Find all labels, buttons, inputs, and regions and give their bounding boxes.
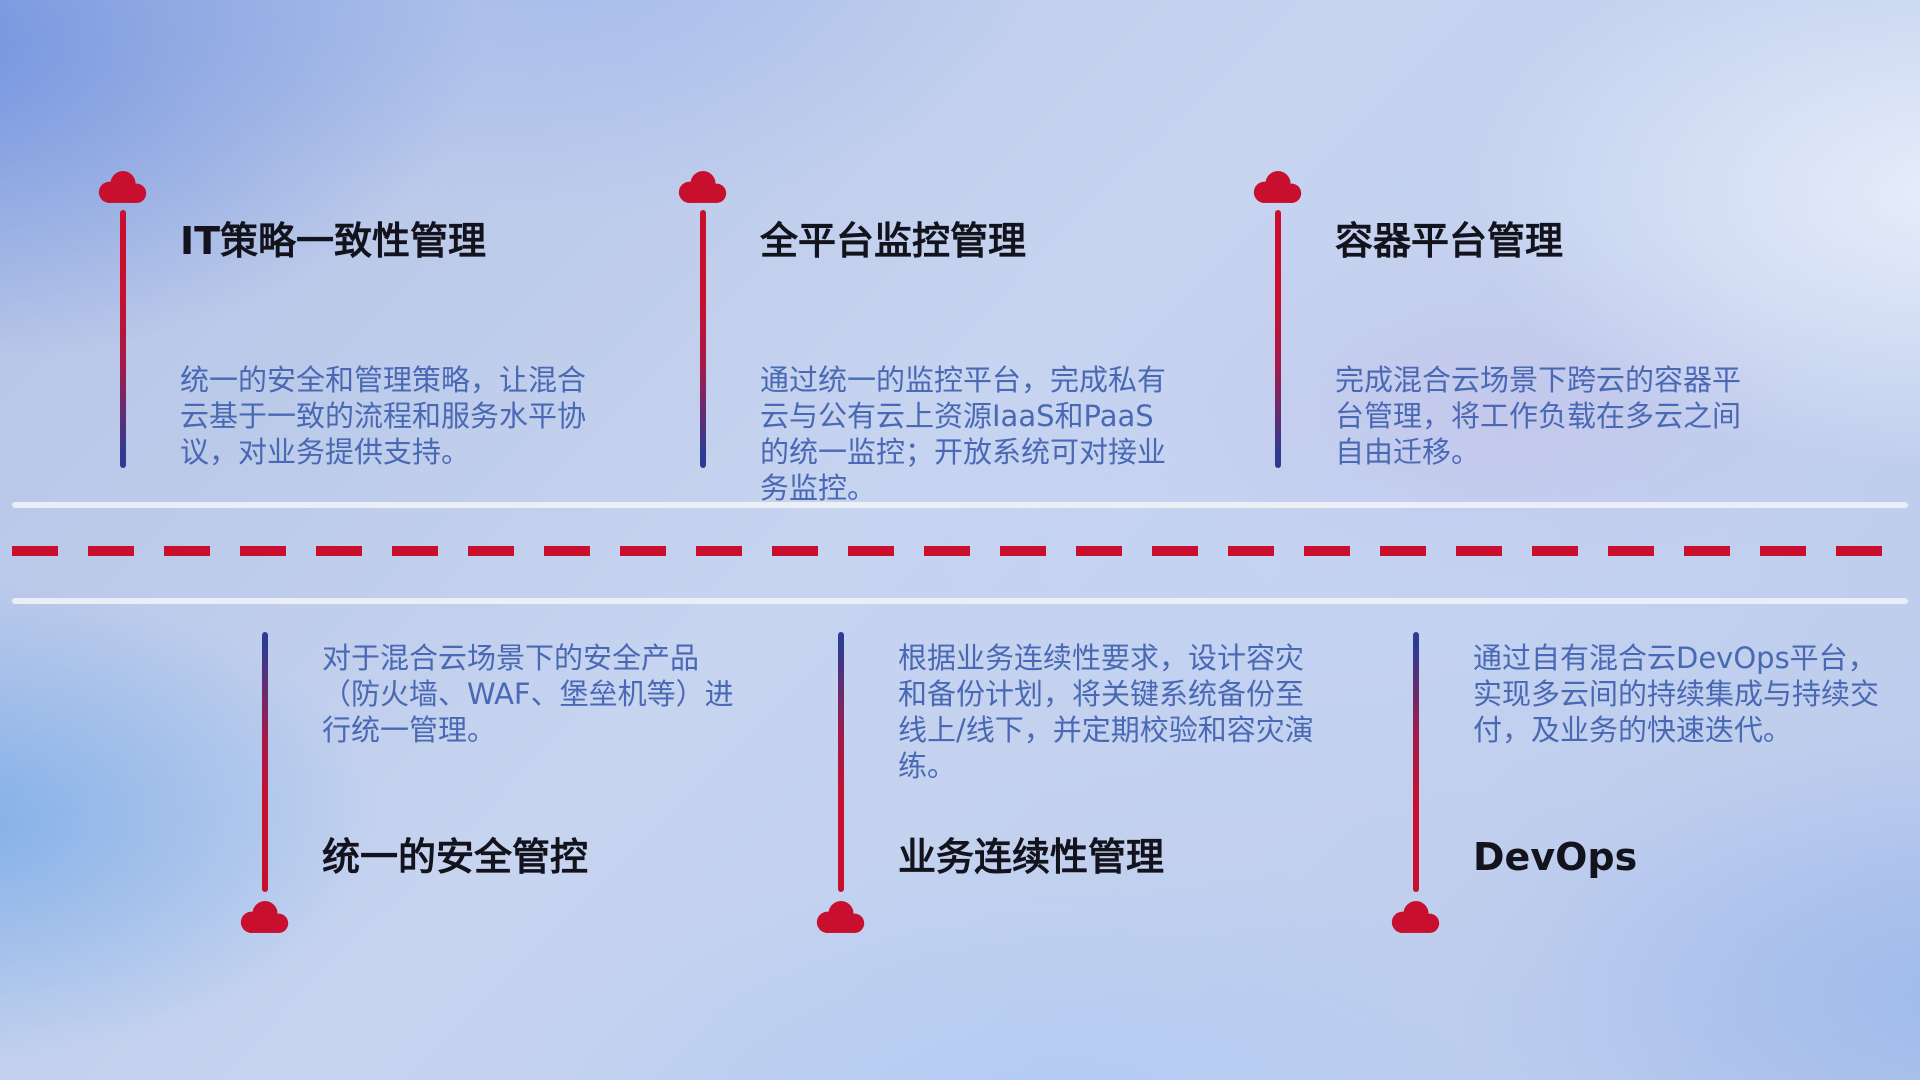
capability-item-monitoring: 全平台监控管理 通过统一的监控平台，完成私有云与公有云上资源IaaS和PaaS的… (674, 168, 1166, 505)
cloud-icon (816, 901, 865, 933)
cloud-icon (1253, 171, 1302, 203)
timeline-solid-line-top (12, 502, 1908, 508)
capability-item-business-continuity: 根据业务连续性要求，设计容灾和备份计划，将关键系统备份至线上/线下，并定期校验和… (812, 630, 1314, 950)
timeline-solid-line-bottom (12, 598, 1908, 604)
item-title: DevOps (1473, 835, 1638, 879)
item-description: 完成混合云场景下跨云的容器平台管理，将工作负载在多云之间自由迁移。 (1335, 363, 1742, 469)
item-title: 容器平台管理 (1335, 219, 1564, 263)
item-description: 通过自有混合云DevOps平台，实现多云间的持续集成与持续交付，及业务的快速迭代… (1473, 641, 1880, 747)
capability-item-it-policy: IT策略一致性管理 统一的安全和管理策略，让混合云基于一致的流程和服务水平协议，… (94, 168, 586, 480)
item-title: 统一的安全管控 (322, 835, 589, 879)
item-description: 根据业务连续性要求，设计容灾和备份计划，将关键系统备份至线上/线下，并定期校验和… (898, 641, 1314, 783)
capability-item-container-platform: 容器平台管理 完成混合云场景下跨云的容器平台管理，将工作负载在多云之间自由迁移。 (1249, 168, 1741, 480)
item-description: 对于混合云场景下的安全产品（防火墙、WAF、堡垒机等）进行统一管理。 (322, 641, 734, 747)
connector-line (1275, 210, 1281, 468)
cloud-icon (98, 171, 147, 203)
item-title: IT策略一致性管理 (180, 219, 487, 263)
cloud-icon (240, 901, 289, 933)
cloud-icon (678, 171, 727, 203)
item-description: 统一的安全和管理策略，让混合云基于一致的流程和服务水平协议，对业务提供支持。 (180, 363, 587, 469)
item-title: 全平台监控管理 (760, 219, 1027, 263)
capability-item-devops: 通过自有混合云DevOps平台，实现多云间的持续集成与持续交付，及业务的快速迭代… (1387, 630, 1879, 950)
connector-line (1413, 632, 1419, 892)
connector-line (700, 210, 706, 468)
connector-line (838, 632, 844, 892)
connector-line (262, 632, 268, 892)
cloud-icon (1391, 901, 1440, 933)
item-description: 通过统一的监控平台，完成私有云与公有云上资源IaaS和PaaS的统一监控；开放系… (760, 363, 1167, 505)
connector-line (120, 210, 126, 468)
item-title: 业务连续性管理 (898, 835, 1165, 879)
capability-item-security-control: 对于混合云场景下的安全产品（防火墙、WAF、堡垒机等）进行统一管理。 统一的安全… (236, 630, 734, 950)
timeline-dashed-line (12, 546, 1908, 556)
